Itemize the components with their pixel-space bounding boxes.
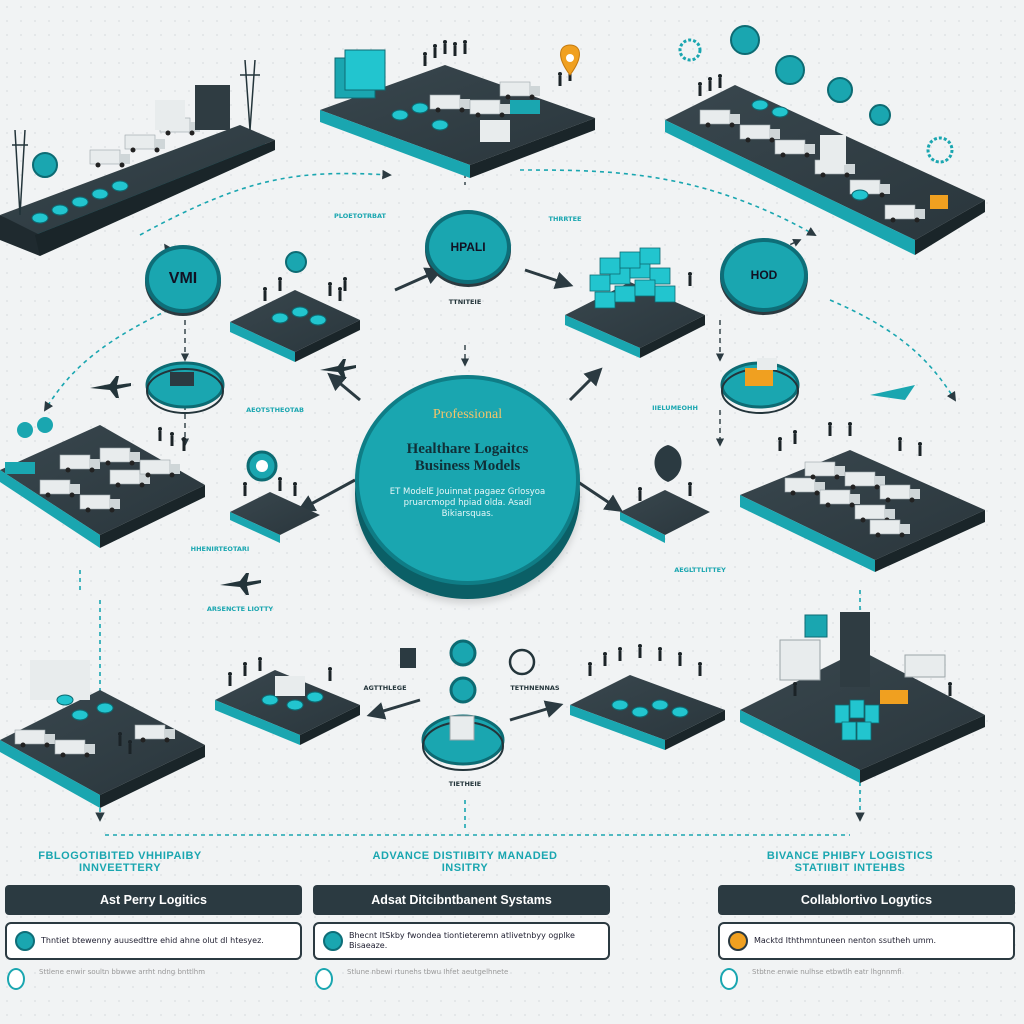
bulb-icon bbox=[728, 931, 748, 951]
hpali-label: HPALI bbox=[450, 240, 486, 254]
caption-top-left: PLOETOTRBAT bbox=[334, 212, 386, 220]
central-disc: Professional Healthare Logaitcs Business… bbox=[355, 375, 580, 585]
platform-bottom-right bbox=[740, 612, 985, 783]
caption-right-trucks: AEGLTTLITTEY bbox=[674, 566, 726, 574]
panel-foot-2: Stbtne enwie nulhse etbwtlh eatr lhgnnmf… bbox=[718, 968, 1015, 992]
center-subtitle: ET ModelE Jouinnat pagaez Grlosyoa pruar… bbox=[389, 487, 546, 519]
vmi-label: VMI bbox=[168, 270, 198, 287]
gear-icon bbox=[15, 931, 35, 951]
caption-bottom-center: TIETHEIE bbox=[448, 780, 482, 788]
caption-mid-left: AEOTSTHEOTAB bbox=[246, 406, 304, 414]
caption-top-right: THRRTEE bbox=[548, 215, 582, 223]
caption-under-hpali: TTNITEIE bbox=[448, 298, 482, 306]
panel-foot-1: Stlune nbewi rtunehs tbwu Ihfet aeutgelh… bbox=[313, 968, 610, 992]
band-title-middle: ADVANCE DISTIIBITY MANADED INSITRY bbox=[372, 850, 558, 874]
panel-title-0[interactable]: Ast Perry Logitics bbox=[5, 885, 302, 915]
band-title-right: BIVANCE PHIBFY LOGISTICS STATIIBIT INTEH… bbox=[766, 850, 934, 874]
platform-top-right bbox=[665, 25, 985, 255]
hpali-badge[interactable]: HPALI bbox=[425, 210, 511, 284]
caption-center-right: TETHNENNAS bbox=[510, 684, 560, 692]
panel-body-2: Macktd Iththmntuneen nenton ssutheh umm. bbox=[718, 922, 1015, 960]
central-hub[interactable]: Professional Healthare Logaitcs Business… bbox=[355, 375, 580, 585]
panel-foot-text-1: Stlune nbewi rtunehs tbwu Ihfet aeutgelh… bbox=[347, 968, 509, 976]
center-title: Healthare Logaitcs Business Models bbox=[407, 441, 529, 475]
panel-title-1[interactable]: Adsat Ditcibntbanent Systams bbox=[313, 885, 610, 915]
caption-under-left: HHENIRTEOTARI bbox=[190, 545, 250, 553]
panel-body-text-2: Macktd Iththmntuneen nenton ssutheh umm. bbox=[754, 936, 937, 945]
caption-mid-right: IIELUMEOHH bbox=[652, 404, 698, 412]
hod-label: HOD bbox=[750, 268, 778, 282]
panel-foot-text-0: Sttlene enwir soultn bbwwe arrht ndng bn… bbox=[39, 968, 206, 976]
circle-icon bbox=[315, 968, 333, 990]
platform-right-center bbox=[620, 445, 710, 543]
platform-bottom-center-left bbox=[215, 657, 360, 745]
mini-disc-left bbox=[145, 361, 225, 414]
band-title-left: FBLOGOTIBITED VHHIPAIBY INNVEETTERY bbox=[38, 850, 202, 874]
center-title-line2: Business Models bbox=[414, 458, 521, 474]
caption-center-left: AGTTHLEGE bbox=[363, 684, 407, 692]
panel-body-text-1: Bhecnt ItSkby fwondea tiontieteremn atli… bbox=[349, 931, 575, 950]
platform-left-middle bbox=[0, 417, 205, 548]
caption-left-plane: ARSENCTE LIOTTY bbox=[206, 605, 274, 613]
platform-left-center bbox=[230, 450, 320, 543]
plane-icons bbox=[90, 359, 356, 595]
panel-title-2[interactable]: Collablortivo Logytics bbox=[718, 885, 1015, 915]
platform-right-middle bbox=[740, 385, 985, 572]
globe-icon bbox=[323, 931, 343, 951]
circle-icon bbox=[720, 968, 738, 990]
hub-disc-bottom bbox=[400, 639, 536, 771]
platform-bottom-left bbox=[0, 660, 205, 808]
panel-foot-text-2: Stbtne enwie nulhse etbwtlh eatr lhgnnmf… bbox=[752, 968, 902, 976]
platform-top-left bbox=[0, 59, 275, 256]
panel-body-text-0: Thntiet btewenny auusedttre ehid ahne ol… bbox=[41, 936, 264, 945]
center-title-line1: Healthare Logaitcs bbox=[406, 441, 529, 457]
panel-body-1: Bhecnt ItSkby fwondea tiontieteremn atli… bbox=[313, 922, 610, 960]
panel-foot-0: Sttlene enwir soultn bbwwe arrht ndng bn… bbox=[5, 968, 302, 992]
platform-bottom-center-right bbox=[570, 644, 725, 750]
platform-top-center bbox=[320, 40, 595, 178]
circle-icon bbox=[7, 968, 25, 990]
platform-mid-right bbox=[565, 247, 705, 358]
center-pretitle: Professional bbox=[432, 407, 503, 422]
vmi-badge[interactable]: VMI bbox=[145, 245, 221, 313]
panel-body-0: Thntiet btewenny auusedttre ehid ahne ol… bbox=[5, 922, 302, 960]
hod-badge[interactable]: HOD bbox=[720, 238, 808, 312]
mini-disc-right bbox=[720, 358, 800, 414]
platform-mid-left bbox=[230, 251, 360, 362]
